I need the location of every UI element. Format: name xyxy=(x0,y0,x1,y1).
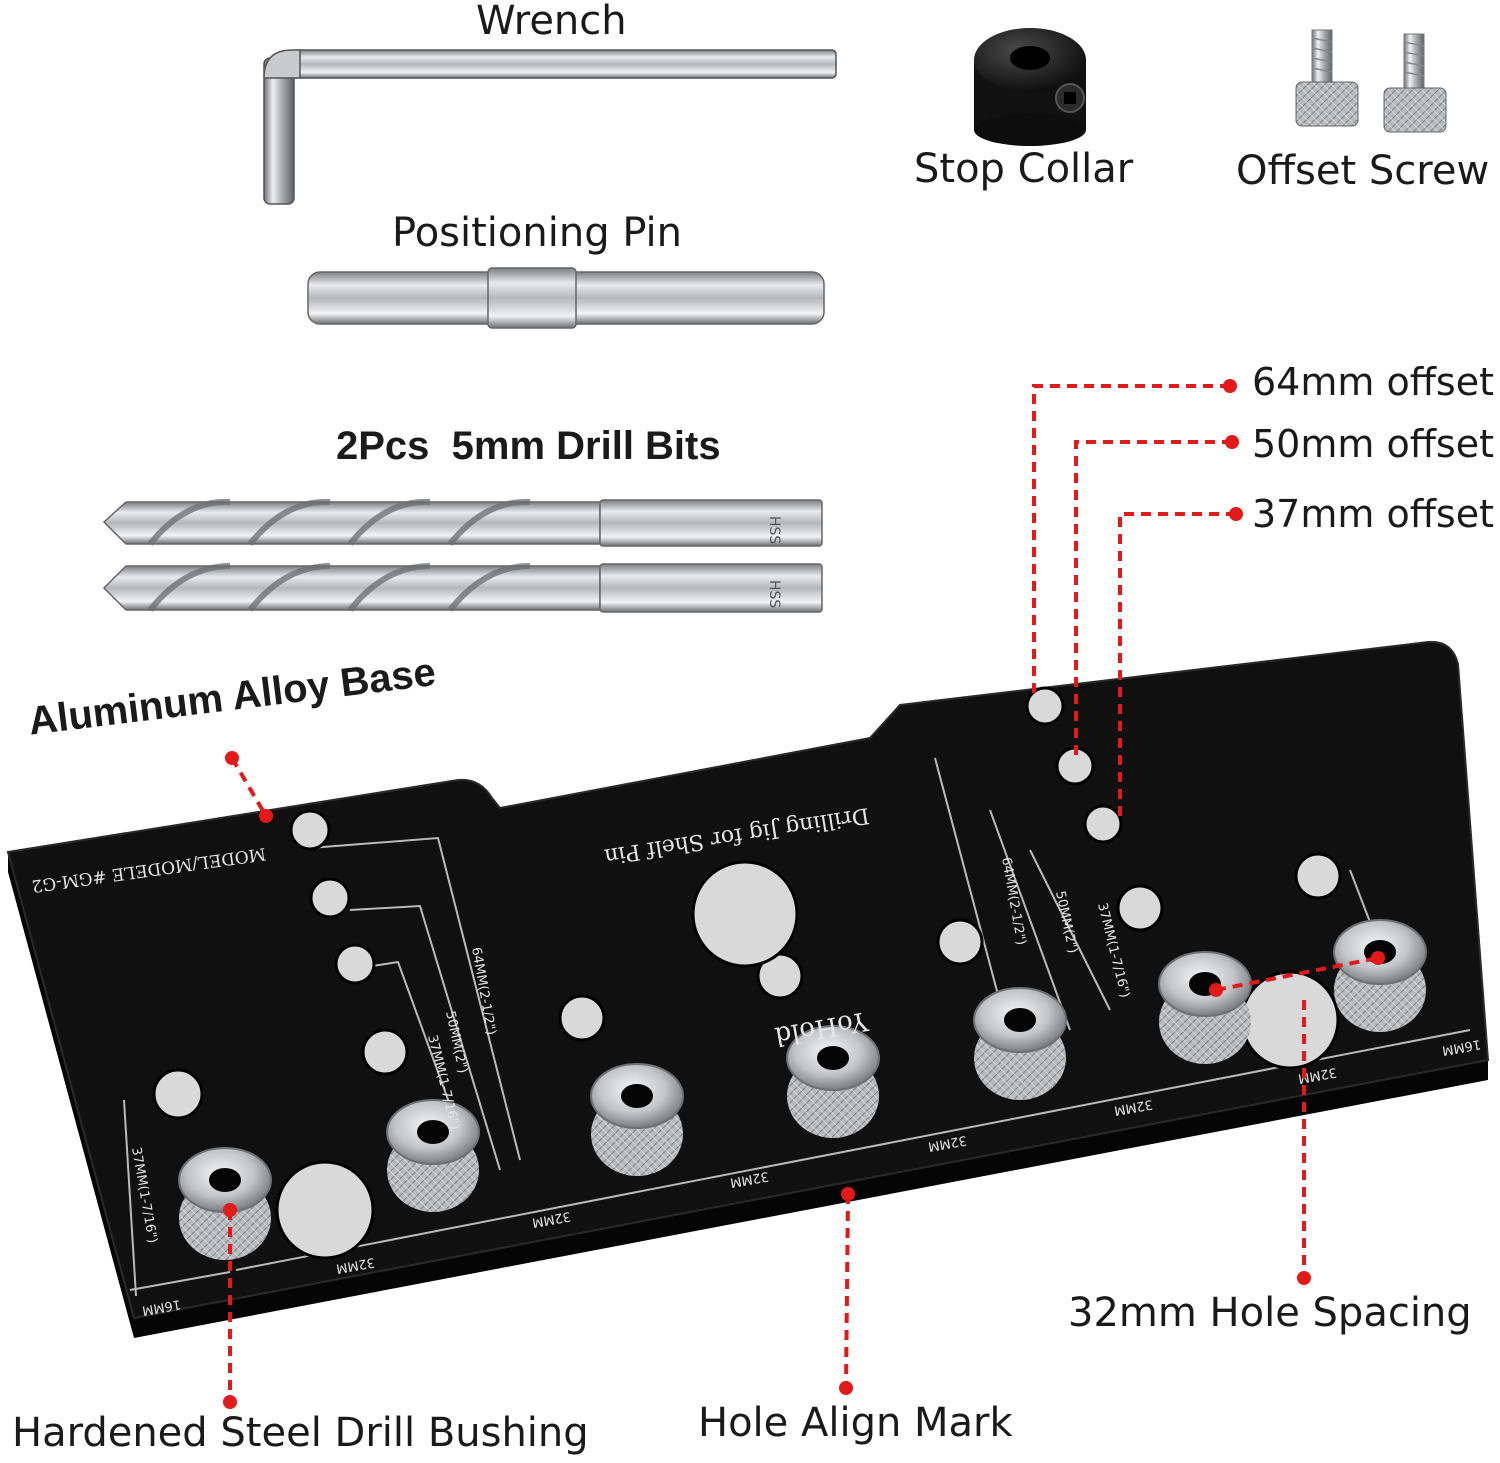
stop-collar-icon xyxy=(974,28,1086,146)
offset-screw-label: Offset Screw xyxy=(1236,148,1490,194)
offset-screw-icon xyxy=(1295,29,1447,133)
drill-marking: HSS xyxy=(766,580,782,608)
positioning-pin-label: Positioning Pin xyxy=(392,210,683,256)
drill-bushing-label: Hardened Steel Drill Bushing xyxy=(12,1410,589,1456)
wrench-icon xyxy=(263,49,837,205)
drill-bit-icon xyxy=(102,563,823,613)
drill-bits-label: 2Pcs 5mm Drill Bits xyxy=(336,424,721,468)
hole-align-label: Hole Align Mark xyxy=(698,1400,1013,1446)
offset-64-label: 64mm offset xyxy=(1252,360,1494,404)
plate-dim-label: 32MM xyxy=(1297,1064,1338,1086)
stop-collar-label: Stop Collar xyxy=(914,146,1134,192)
plate-dim-label: 32MM xyxy=(531,1208,572,1230)
drill-bit-icon xyxy=(102,498,823,547)
offset-37-label: 37mm offset xyxy=(1252,492,1494,536)
plate-dim-label: 32MM xyxy=(1113,1096,1154,1118)
callout-dots xyxy=(223,379,1385,1409)
drill-marking: HSS xyxy=(766,516,782,544)
drill-bushing xyxy=(1158,951,1252,1064)
plate-dim-label: 32MM xyxy=(335,1254,376,1276)
drill-bushing xyxy=(590,1063,684,1176)
plate-dim-label: 16MM xyxy=(141,1296,182,1318)
callout-lines xyxy=(228,384,1379,1400)
wrench-label: Wrench xyxy=(476,0,627,44)
plate-dim-label: 32MM xyxy=(927,1132,968,1154)
plate-holes xyxy=(152,686,1342,1260)
drill-bushing xyxy=(973,987,1067,1100)
drill-bushing xyxy=(178,1147,272,1260)
offset-50-label: 50mm offset xyxy=(1252,422,1494,466)
positioning-pin-icon xyxy=(307,267,825,329)
hole-spacing-label: 32mm Hole Spacing xyxy=(1068,1290,1472,1336)
plate-dim-label: 32MM xyxy=(729,1168,770,1190)
drill-bushing xyxy=(386,1099,480,1212)
drill-bushing xyxy=(1333,919,1427,1032)
drill-bushing xyxy=(786,1025,880,1138)
plate-dim-label: 16MM xyxy=(1441,1036,1482,1058)
